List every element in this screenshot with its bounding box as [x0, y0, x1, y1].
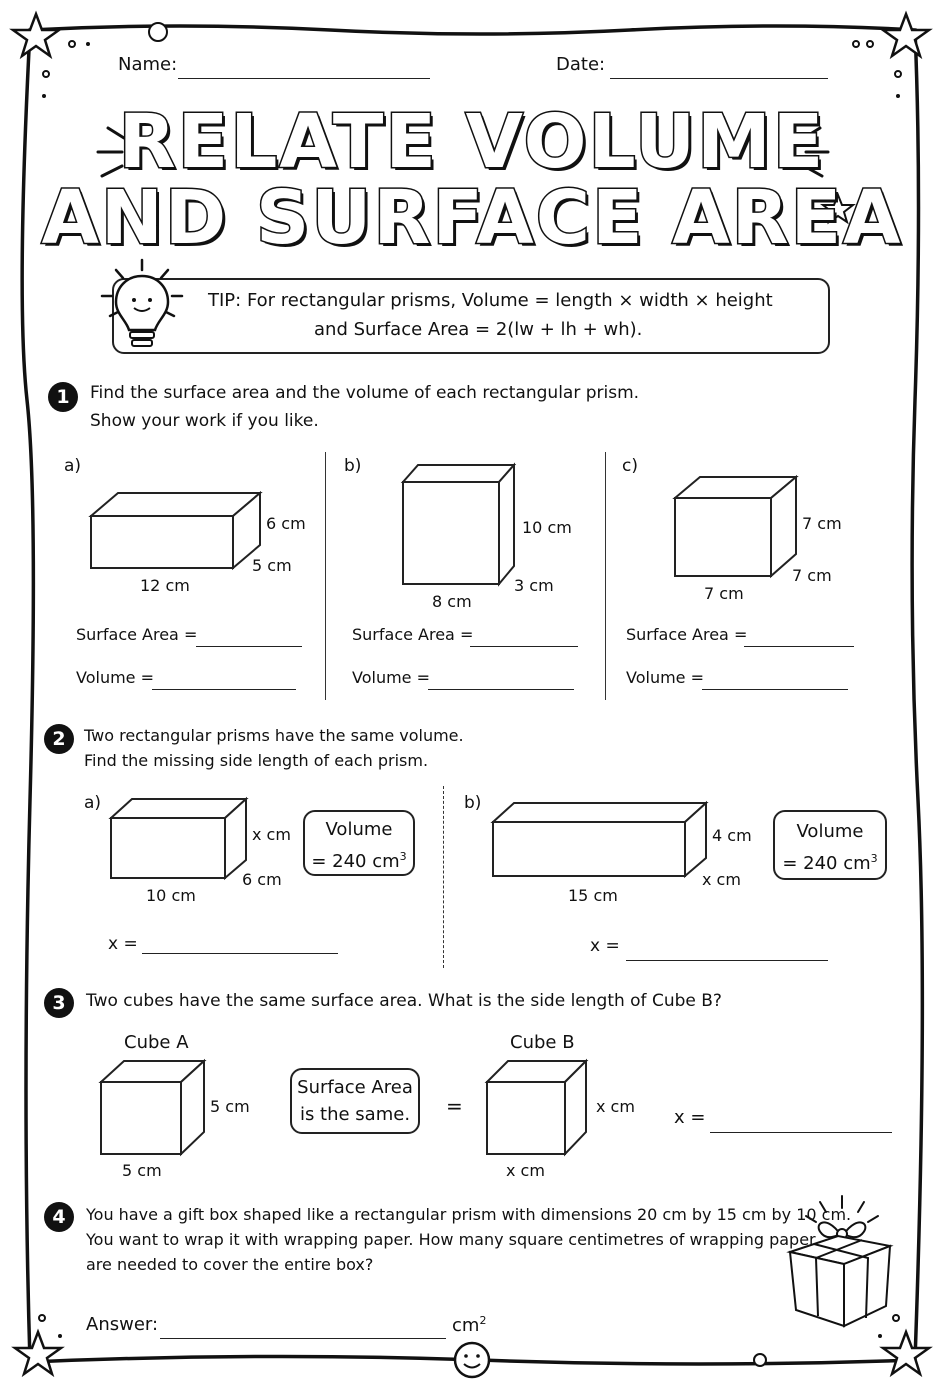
- date-field[interactable]: [610, 78, 828, 79]
- q4-text-line3: are needed to cover the entire box?: [86, 1255, 374, 1274]
- page-title-line1: RELATE VOLUME: [117, 99, 826, 186]
- x-label: x =: [674, 1107, 706, 1128]
- prism-width-label: 3 cm: [514, 576, 554, 595]
- answer-field[interactable]: [160, 1338, 446, 1339]
- cube-b-label: Cube B: [510, 1032, 575, 1053]
- equals-sign: =: [446, 1094, 463, 1118]
- tip-line1: TIP: For rectangular prisms, Volume = le…: [208, 290, 773, 311]
- same-surface-box: Surface Area is the same.: [290, 1068, 420, 1134]
- tip-box: [112, 278, 830, 354]
- volume-answer-1a[interactable]: [152, 689, 296, 690]
- question-number-2: 2: [44, 724, 74, 754]
- item-letter: b): [344, 456, 362, 476]
- volume-answer-1b[interactable]: [428, 689, 574, 690]
- prism-length-label: 12 cm: [140, 576, 190, 595]
- x-answer-2a[interactable]: [142, 953, 338, 954]
- volume-box-line1: Volume: [325, 819, 393, 840]
- volume-box-line2: = 240 cm3: [782, 852, 878, 874]
- cube-b-bottom-label: x cm: [506, 1161, 545, 1180]
- tip-line2: and Surface Area = 2(lw + lh + wh).: [314, 319, 643, 340]
- item-letter: a): [64, 456, 82, 476]
- surface-area-label: Surface Area =: [76, 625, 198, 644]
- prism-width-label: x cm: [702, 870, 741, 889]
- cube-a-bottom-label: 5 cm: [122, 1161, 162, 1180]
- x-label: x =: [590, 936, 620, 956]
- smiley-icon: [453, 1341, 491, 1379]
- answer-label: Answer:: [86, 1314, 159, 1335]
- prism-1a: [88, 490, 263, 571]
- question-number-1: 1: [48, 382, 78, 412]
- prism-2b: [490, 800, 709, 879]
- x-label: x =: [108, 934, 138, 954]
- prism-length-label: 8 cm: [432, 592, 472, 611]
- star-icon: [879, 10, 933, 60]
- item-letter: a): [84, 793, 102, 813]
- prism-length-label: 7 cm: [704, 584, 744, 603]
- prism-length-label: 15 cm: [568, 886, 618, 905]
- divider: [443, 786, 444, 968]
- cube-a: [98, 1058, 207, 1157]
- same-surface-line1: Surface Area: [297, 1077, 413, 1098]
- gift-box-icon: [786, 1195, 894, 1328]
- surface-area-label: Surface Area =: [352, 625, 474, 644]
- x-answer-3[interactable]: [710, 1132, 892, 1133]
- question-number-3: 3: [44, 988, 74, 1018]
- prism-height-label: 4 cm: [712, 826, 752, 845]
- surface-area-answer-1c[interactable]: [744, 646, 854, 647]
- surface-area-label: Surface Area =: [626, 625, 748, 644]
- same-surface-line2: is the same.: [299, 1104, 411, 1125]
- volume-box-line1: Volume: [796, 821, 864, 842]
- q1-text-line1: Find the surface area and the volume of …: [90, 383, 640, 403]
- prism-width-label: 7 cm: [792, 566, 832, 585]
- volume-answer-1c[interactable]: [702, 689, 848, 690]
- q3-text: Two cubes have the same surface area. Wh…: [86, 991, 722, 1011]
- star-icon: [9, 10, 63, 60]
- q4-text-line2: You want to wrap it with wrapping paper.…: [86, 1230, 816, 1249]
- prism-height-label: 10 cm: [522, 518, 572, 537]
- answer-unit: cm2: [452, 1314, 487, 1336]
- prism-height-label: x cm: [252, 825, 291, 844]
- item-letter: c): [622, 456, 638, 476]
- star-icon: [11, 1328, 65, 1378]
- volume-box-line2: = 240 cm3: [311, 850, 407, 872]
- prism-width-label: 6 cm: [242, 870, 282, 889]
- date-label: Date:: [556, 54, 606, 75]
- volume-label: Volume =: [626, 668, 704, 687]
- divider: [325, 452, 326, 700]
- volume-label: Volume =: [76, 668, 154, 687]
- cube-a-side-label: 5 cm: [210, 1097, 250, 1116]
- q4-text-line1: You have a gift box shaped like a rectan…: [86, 1205, 852, 1224]
- name-label: Name:: [118, 54, 178, 75]
- lightbulb-icon: [100, 258, 184, 347]
- prism-height-label: 7 cm: [802, 514, 842, 533]
- prism-width-label: 5 cm: [252, 556, 292, 575]
- prism-length-label: 10 cm: [146, 886, 196, 905]
- prism-1b: [400, 462, 517, 587]
- surface-area-answer-1a[interactable]: [196, 646, 302, 647]
- cube-b: [484, 1058, 589, 1157]
- question-number-4: 4: [44, 1202, 74, 1232]
- page-title-line2: AND SURFACE AREA: [40, 175, 903, 262]
- volume-label: Volume =: [352, 668, 430, 687]
- prism-height-label: 6 cm: [266, 514, 306, 533]
- name-field[interactable]: [178, 78, 430, 79]
- divider: [605, 452, 606, 700]
- q1-text-line2: Show your work if you like.: [90, 411, 319, 431]
- cube-a-label: Cube A: [124, 1032, 189, 1053]
- prism-2a: [108, 796, 249, 881]
- x-answer-2b[interactable]: [626, 960, 828, 961]
- volume-box: Volume = 240 cm3: [303, 810, 415, 876]
- item-letter: b): [464, 793, 482, 813]
- cube-b-side-label: x cm: [596, 1097, 635, 1116]
- q2-text-line2: Find the missing side length of each pri…: [84, 751, 429, 770]
- surface-area-answer-1b[interactable]: [470, 646, 578, 647]
- star-icon: [820, 192, 856, 225]
- q2-text-line1: Two rectangular prisms have the same vol…: [84, 726, 464, 745]
- prism-1c: [672, 474, 799, 579]
- volume-box: Volume = 240 cm3: [773, 810, 887, 880]
- star-icon: [879, 1328, 933, 1378]
